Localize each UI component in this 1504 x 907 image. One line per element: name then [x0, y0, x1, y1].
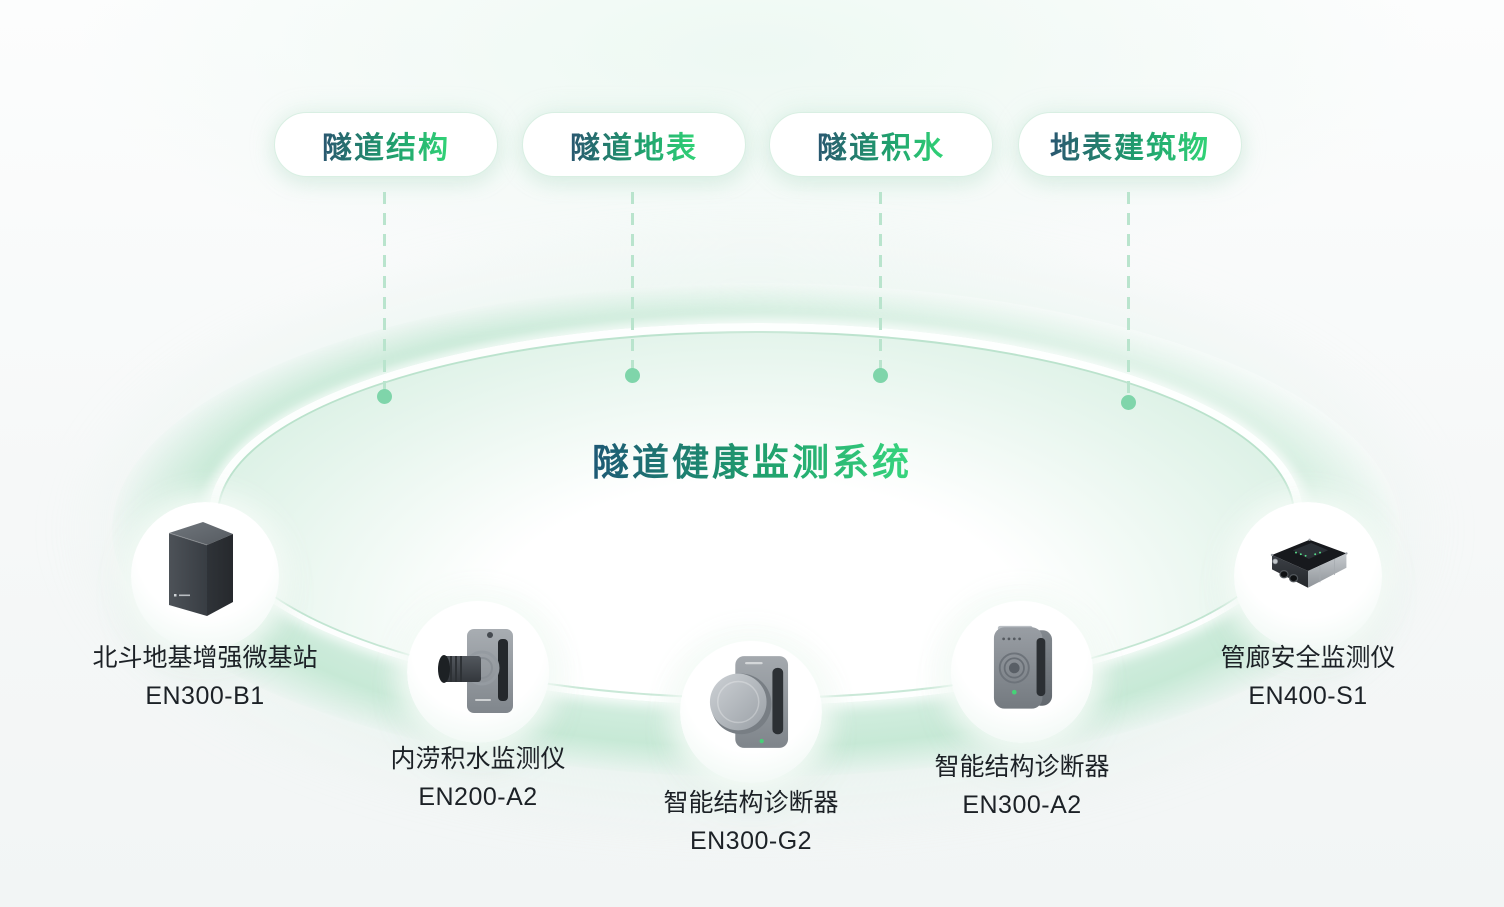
category-chip-tunnel-water[interactable]: 隧道积水: [769, 112, 993, 177]
device-image-en300-g2: [709, 656, 789, 748]
device-label: 北斗地基增强微基站 EN300-B1: [35, 639, 375, 715]
connector-dot: [625, 368, 640, 383]
connector-dot: [873, 368, 888, 383]
category-chip-label: 隧道积水: [817, 123, 945, 167]
device-name: 管廊安全监测仪: [1220, 644, 1396, 672]
connector-line: [1127, 192, 1130, 396]
category-chip-surface-buildings[interactable]: 地表建筑物: [1018, 112, 1242, 177]
category-chip-tunnel-structure[interactable]: 隧道结构: [274, 112, 498, 177]
device-label: 智能结构诊断器 EN300-G2: [581, 784, 921, 860]
category-chip-label: 隧道地表: [570, 123, 698, 167]
device-image-en200-a2: [438, 629, 513, 713]
category-chip-tunnel-surface[interactable]: 隧道地表: [522, 112, 746, 177]
device-name: 智能结构诊断器: [663, 789, 839, 817]
device-label: 管廊安全监测仪 EN400-S1: [1138, 639, 1478, 715]
connector-dot: [377, 389, 392, 404]
device-label: 内涝积水监测仪 EN200-A2: [308, 740, 648, 816]
category-chip-label: 隧道结构: [322, 123, 450, 167]
connector-line: [383, 192, 386, 390]
device-name: 内涝积水监测仪: [390, 745, 566, 773]
device-label: 智能结构诊断器 EN300-A2: [852, 748, 1192, 824]
device-model: EN300-G2: [689, 827, 813, 855]
category-chip-label: 地表建筑物: [1050, 123, 1210, 167]
device-name: 北斗地基增强微基站: [92, 644, 318, 672]
device-name: 智能结构诊断器: [934, 753, 1110, 781]
device-model: EN300-B1: [145, 682, 265, 710]
device-model: EN300-A2: [962, 791, 1082, 819]
connector-dot: [1121, 395, 1136, 410]
diagram-title: 隧道健康监测系统: [592, 432, 912, 486]
device-image-en400-s1: [1270, 538, 1348, 588]
device-model: EN400-S1: [1248, 682, 1368, 710]
device-image-en300-a2: [993, 625, 1053, 709]
connector-line: [631, 192, 634, 370]
connector-line: [879, 192, 882, 370]
device-image-en300-b1: [168, 522, 233, 616]
device-model: EN200-A2: [418, 783, 538, 811]
